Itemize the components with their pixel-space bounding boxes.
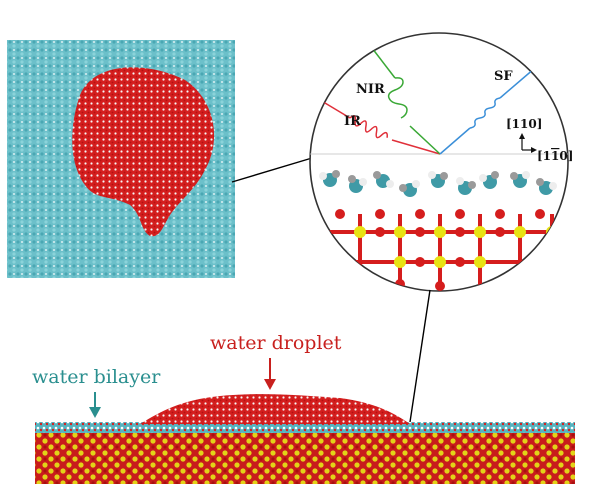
label-sf: SF: [494, 69, 513, 84]
zoom-connector-top: [231, 157, 313, 183]
nir-beam-tail: [371, 47, 396, 79]
ir-beam-head: [391, 139, 441, 155]
ir-beam-tail: [319, 99, 351, 119]
water-droplet-top-view: [72, 67, 215, 237]
water-droplet-side: [140, 394, 410, 424]
nir-wave: [387, 77, 408, 119]
sf-wave: [469, 97, 501, 129]
label-nir: NIR: [356, 82, 385, 97]
label-ir: IR: [344, 114, 361, 129]
axis-indicator: [110] [110]: [506, 117, 573, 163]
nir-beam-head: [409, 125, 441, 155]
top-view-panel: [7, 40, 235, 278]
droplet-arrow-head: [264, 379, 276, 390]
zoom-circle: IR NIR SF [110] [110]: [309, 32, 573, 292]
sf-beam-head: [499, 67, 536, 99]
lattice-atoms: [335, 209, 558, 291]
sf-beam-tail: [439, 127, 471, 155]
water-molecules-row: [319, 170, 557, 197]
label-water-droplet: water droplet: [210, 332, 342, 354]
ir-wave: [349, 115, 388, 139]
axis-label-110: [110]: [506, 117, 542, 131]
zoom-connector-bottom: [409, 289, 431, 423]
side-view-panel: [35, 358, 575, 484]
substrate-slab: [35, 432, 575, 484]
axis-label-1-10: [110]: [537, 149, 573, 163]
water-bilayer-side: [35, 422, 575, 433]
zoom-circle-outline: [309, 32, 569, 292]
bilayer-arrow-head: [89, 407, 101, 418]
label-water-bilayer: water bilayer: [32, 366, 161, 388]
